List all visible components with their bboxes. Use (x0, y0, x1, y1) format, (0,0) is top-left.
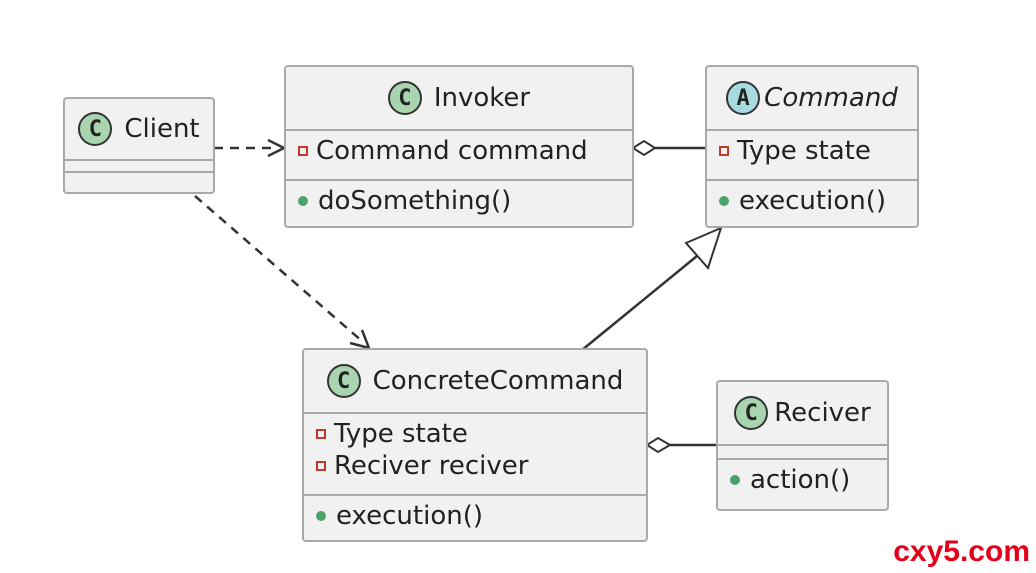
method-row: doSomething() (298, 185, 620, 217)
class-client-name: Client (124, 114, 200, 144)
private-visibility-icon (298, 146, 308, 156)
class-reciver-methods: action() (718, 460, 887, 500)
method-row: execution() (316, 500, 634, 532)
class-badge-icon: C (326, 364, 361, 398)
class-command-name: Command (764, 83, 898, 113)
private-visibility-icon (316, 429, 326, 439)
diamond-concrete-reciver (645, 436, 672, 454)
class-badge-icon: C (78, 112, 113, 146)
class-invoker-fields: Command command (286, 131, 632, 181)
class-command-methods: execution() (707, 181, 917, 221)
method-row: execution() (719, 185, 905, 217)
class-concrete-command-name: ConcreteCommand (372, 366, 624, 396)
field-text: Reciver reciver (334, 451, 529, 481)
class-invoker-header: C Invoker (286, 67, 632, 131)
field-row: Type state (316, 418, 634, 450)
class-invoker-methods: doSomething() (286, 181, 632, 221)
method-row: action() (730, 464, 875, 496)
class-reciver-name: Reciver (774, 398, 871, 428)
field-row: Command command (298, 135, 620, 167)
field-text: Type state (737, 136, 871, 166)
class-badge-icon: C (734, 396, 769, 430)
public-visibility-icon (730, 475, 740, 485)
class-client-fields (65, 161, 213, 173)
class-reciver[interactable]: C Reciver action() (716, 380, 889, 511)
method-text: action() (750, 465, 851, 495)
class-invoker[interactable]: C Invoker Command command doSomething() (284, 65, 634, 228)
method-text: doSomething() (318, 186, 512, 216)
class-concrete-command-fields: Type state Reciver reciver (304, 414, 646, 496)
class-client[interactable]: C Client (63, 97, 215, 194)
method-text: execution() (336, 501, 483, 531)
field-text: Command command (316, 136, 588, 166)
triangle-concrete-command (684, 226, 723, 270)
method-text: execution() (739, 186, 886, 216)
edge-client-concrete (194, 195, 364, 343)
public-visibility-icon (719, 196, 729, 206)
class-command[interactable]: A Command Type state execution() (705, 65, 919, 228)
field-text: Type state (334, 419, 468, 449)
class-command-fields: Type state (707, 131, 917, 181)
class-reciver-header: C Reciver (718, 382, 887, 446)
field-row: Type state (719, 135, 905, 167)
class-concrete-command[interactable]: C ConcreteCommand Type state Reciver rec… (302, 348, 648, 542)
class-client-methods (65, 173, 213, 185)
class-badge-icon: C (387, 81, 422, 115)
field-row: Reciver reciver (316, 450, 634, 482)
diamond-invoker-command (631, 139, 657, 157)
public-visibility-icon (316, 511, 326, 521)
private-visibility-icon (719, 146, 729, 156)
edge-concrete-command (581, 255, 698, 351)
watermark: cxy5.com (893, 535, 1030, 568)
class-concrete-command-header: C ConcreteCommand (304, 350, 646, 414)
class-client-header: C Client (65, 99, 213, 161)
class-reciver-fields (718, 446, 887, 460)
abstract-badge-icon: A (726, 81, 761, 115)
public-visibility-icon (298, 196, 308, 206)
class-concrete-command-methods: execution() (304, 496, 646, 536)
class-invoker-name: Invoker (433, 83, 531, 113)
private-visibility-icon (316, 461, 326, 471)
class-command-header: A Command (707, 67, 917, 131)
